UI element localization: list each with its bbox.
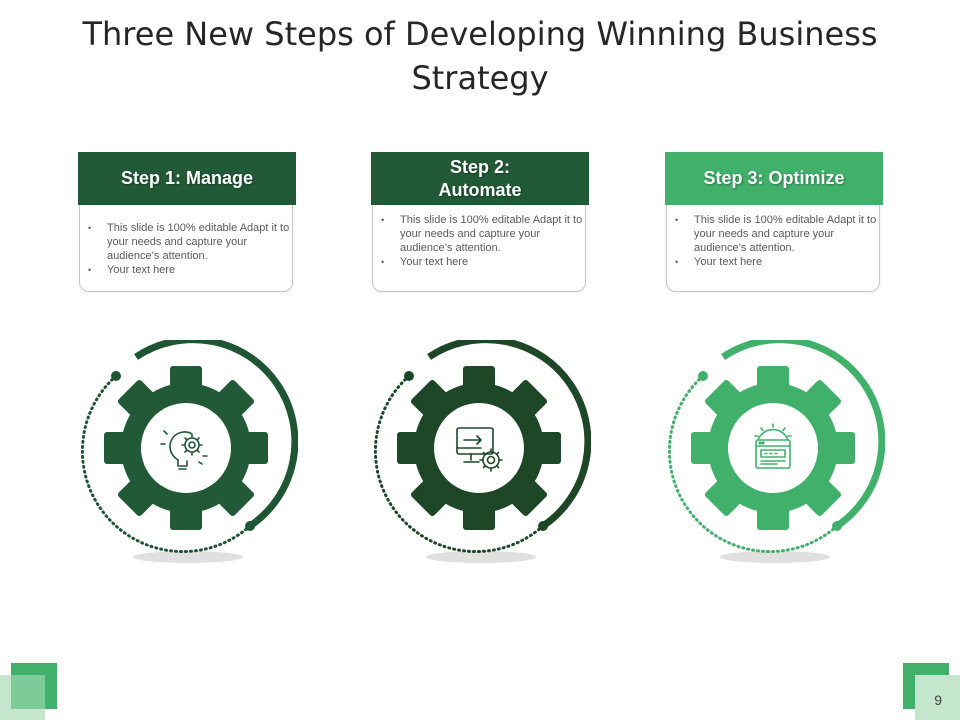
monitor-gear-icon: [456, 427, 503, 472]
step-bullets-3: This slide is 100% editable Adapt it to …: [675, 213, 879, 269]
corner-decoration-right: [915, 675, 960, 720]
step-card-3: Step 3: Optimize This slide is 100% edit…: [665, 152, 883, 292]
gear-graphic-1: [78, 340, 298, 570]
browser-gear-icon: [754, 423, 792, 469]
lightbulb-gear-icon: [160, 430, 208, 470]
step-card-2: Step 2: Automate This slide is 100% edit…: [371, 152, 589, 292]
page-number: 9: [934, 692, 942, 708]
bullet-item: Your text here: [675, 255, 879, 269]
gear-graphic-3: [665, 340, 885, 570]
corner-decoration-left: [11, 675, 45, 709]
step-card-1: Step 1: Manage This slide is 100% editab…: [78, 152, 296, 292]
gear-graphic-2: [371, 340, 591, 570]
step-heading-line: Step 2:: [449, 156, 510, 177]
bullet-item: Your text here: [381, 255, 585, 269]
step-heading-3: Step 3: Optimize: [665, 152, 883, 205]
bullet-item: This slide is 100% editable Adapt it to …: [381, 213, 585, 255]
bullet-item: This slide is 100% editable Adapt it to …: [675, 213, 879, 255]
bullet-item: This slide is 100% editable Adapt it to …: [88, 221, 292, 263]
slide-title: Three New Steps of Developing Winning Bu…: [82, 15, 878, 97]
step-heading-line: Step 1: Manage: [120, 168, 254, 188]
step-bullets-1: This slide is 100% editable Adapt it to …: [88, 221, 292, 277]
step-bullets-2: This slide is 100% editable Adapt it to …: [381, 213, 585, 269]
bullet-item: Your text here: [88, 263, 292, 277]
step-heading-line: Step 3: Optimize: [703, 168, 845, 188]
step-heading-line: Automate: [438, 179, 522, 200]
step-heading-2: Step 2: Automate: [371, 152, 589, 205]
step-heading-1: Step 1: Manage: [78, 152, 296, 205]
